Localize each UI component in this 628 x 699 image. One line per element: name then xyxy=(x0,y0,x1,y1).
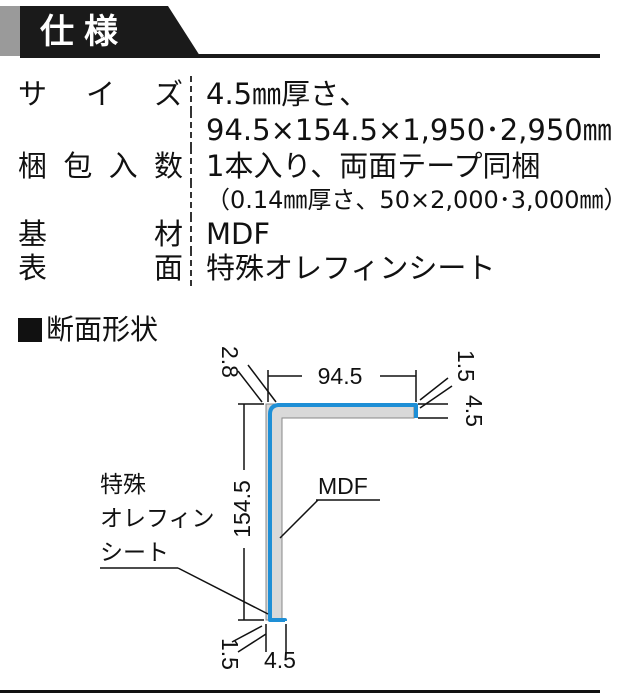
square-bullet-icon xyxy=(18,318,42,342)
dim-leader xyxy=(231,625,263,643)
dim-bottom-thickness: 4.5 xyxy=(264,647,296,673)
cross-section-diagram: 94.5 2.8 1.5 4.5 154.5 4.5 1.5 MDF 特殊 オレ… xyxy=(100,346,487,673)
label-leader xyxy=(279,499,319,539)
dim-leader xyxy=(237,633,267,653)
spec-label: 基 材 xyxy=(18,217,183,251)
label-surface-line1: 特殊 xyxy=(100,472,146,498)
spec-separator xyxy=(190,216,192,252)
mdf-core xyxy=(265,403,415,621)
dim-sheet-bottom: 1.5 xyxy=(217,638,243,670)
label-leader xyxy=(177,567,269,615)
header-accent xyxy=(0,6,20,56)
spec-value: 特殊オレフィンシート xyxy=(206,251,496,285)
spec-value: 4.5㎜厚さ、 xyxy=(206,77,369,111)
surface-sheet xyxy=(268,403,418,622)
spec-value: 94.5×154.5×1,950･2,950㎜ xyxy=(206,113,612,147)
label-surface-line2: オレフィン xyxy=(100,506,215,532)
header-banner xyxy=(0,6,600,58)
dim-leader xyxy=(237,370,263,403)
spec-separator xyxy=(190,250,192,286)
dim-leader xyxy=(419,377,449,401)
header-tab xyxy=(20,6,200,56)
spec-row-base: 基 材 MDF xyxy=(0,216,600,252)
footer-rule xyxy=(0,690,600,693)
spec-separator xyxy=(190,148,192,184)
spec-value: （0.14㎜厚さ、50×2,000･3,000㎜） xyxy=(206,186,628,214)
spec-row-size-cont: 94.5×154.5×1,950･2,950㎜ xyxy=(0,112,612,148)
dim-sheet-top: 1.5 xyxy=(453,350,479,382)
dim-leader xyxy=(247,364,277,403)
label-mdf: MDF xyxy=(318,473,368,499)
label-surface-line3: シート xyxy=(100,540,169,566)
spec-row-package-cont: （0.14㎜厚さ、50×2,000･3,000㎜） xyxy=(0,182,628,218)
dim-right-thickness: 4.5 xyxy=(461,395,487,427)
spec-separator xyxy=(190,112,192,148)
spec-row-surface: 表 面 特殊オレフィンシート xyxy=(0,250,600,286)
spec-value: MDF xyxy=(206,217,271,251)
dim-thickness-top: 2.8 xyxy=(217,346,243,378)
spec-value: 1本入り、両面テープ同梱 xyxy=(206,149,541,183)
spec-separator xyxy=(190,182,192,218)
section-heading: 断面形状 xyxy=(18,313,158,347)
spec-separator xyxy=(190,76,192,112)
spec-label: 梱 包 入 数 xyxy=(18,149,183,183)
spec-row-size: サ イ ズ 4.5㎜厚さ、 xyxy=(0,76,600,112)
spec-label: 表 面 xyxy=(18,251,183,285)
spec-label: サ イ ズ xyxy=(18,77,183,111)
spec-row-package: 梱 包 入 数 1本入り、両面テープ同梱 xyxy=(0,148,600,184)
header-title: 仕様 xyxy=(40,12,128,52)
section-title: 断面形状 xyxy=(46,313,159,346)
spec-header: 仕様 xyxy=(0,0,600,70)
dim-top-width: 94.5 xyxy=(318,363,363,389)
dim-height: 154.5 xyxy=(229,480,255,538)
